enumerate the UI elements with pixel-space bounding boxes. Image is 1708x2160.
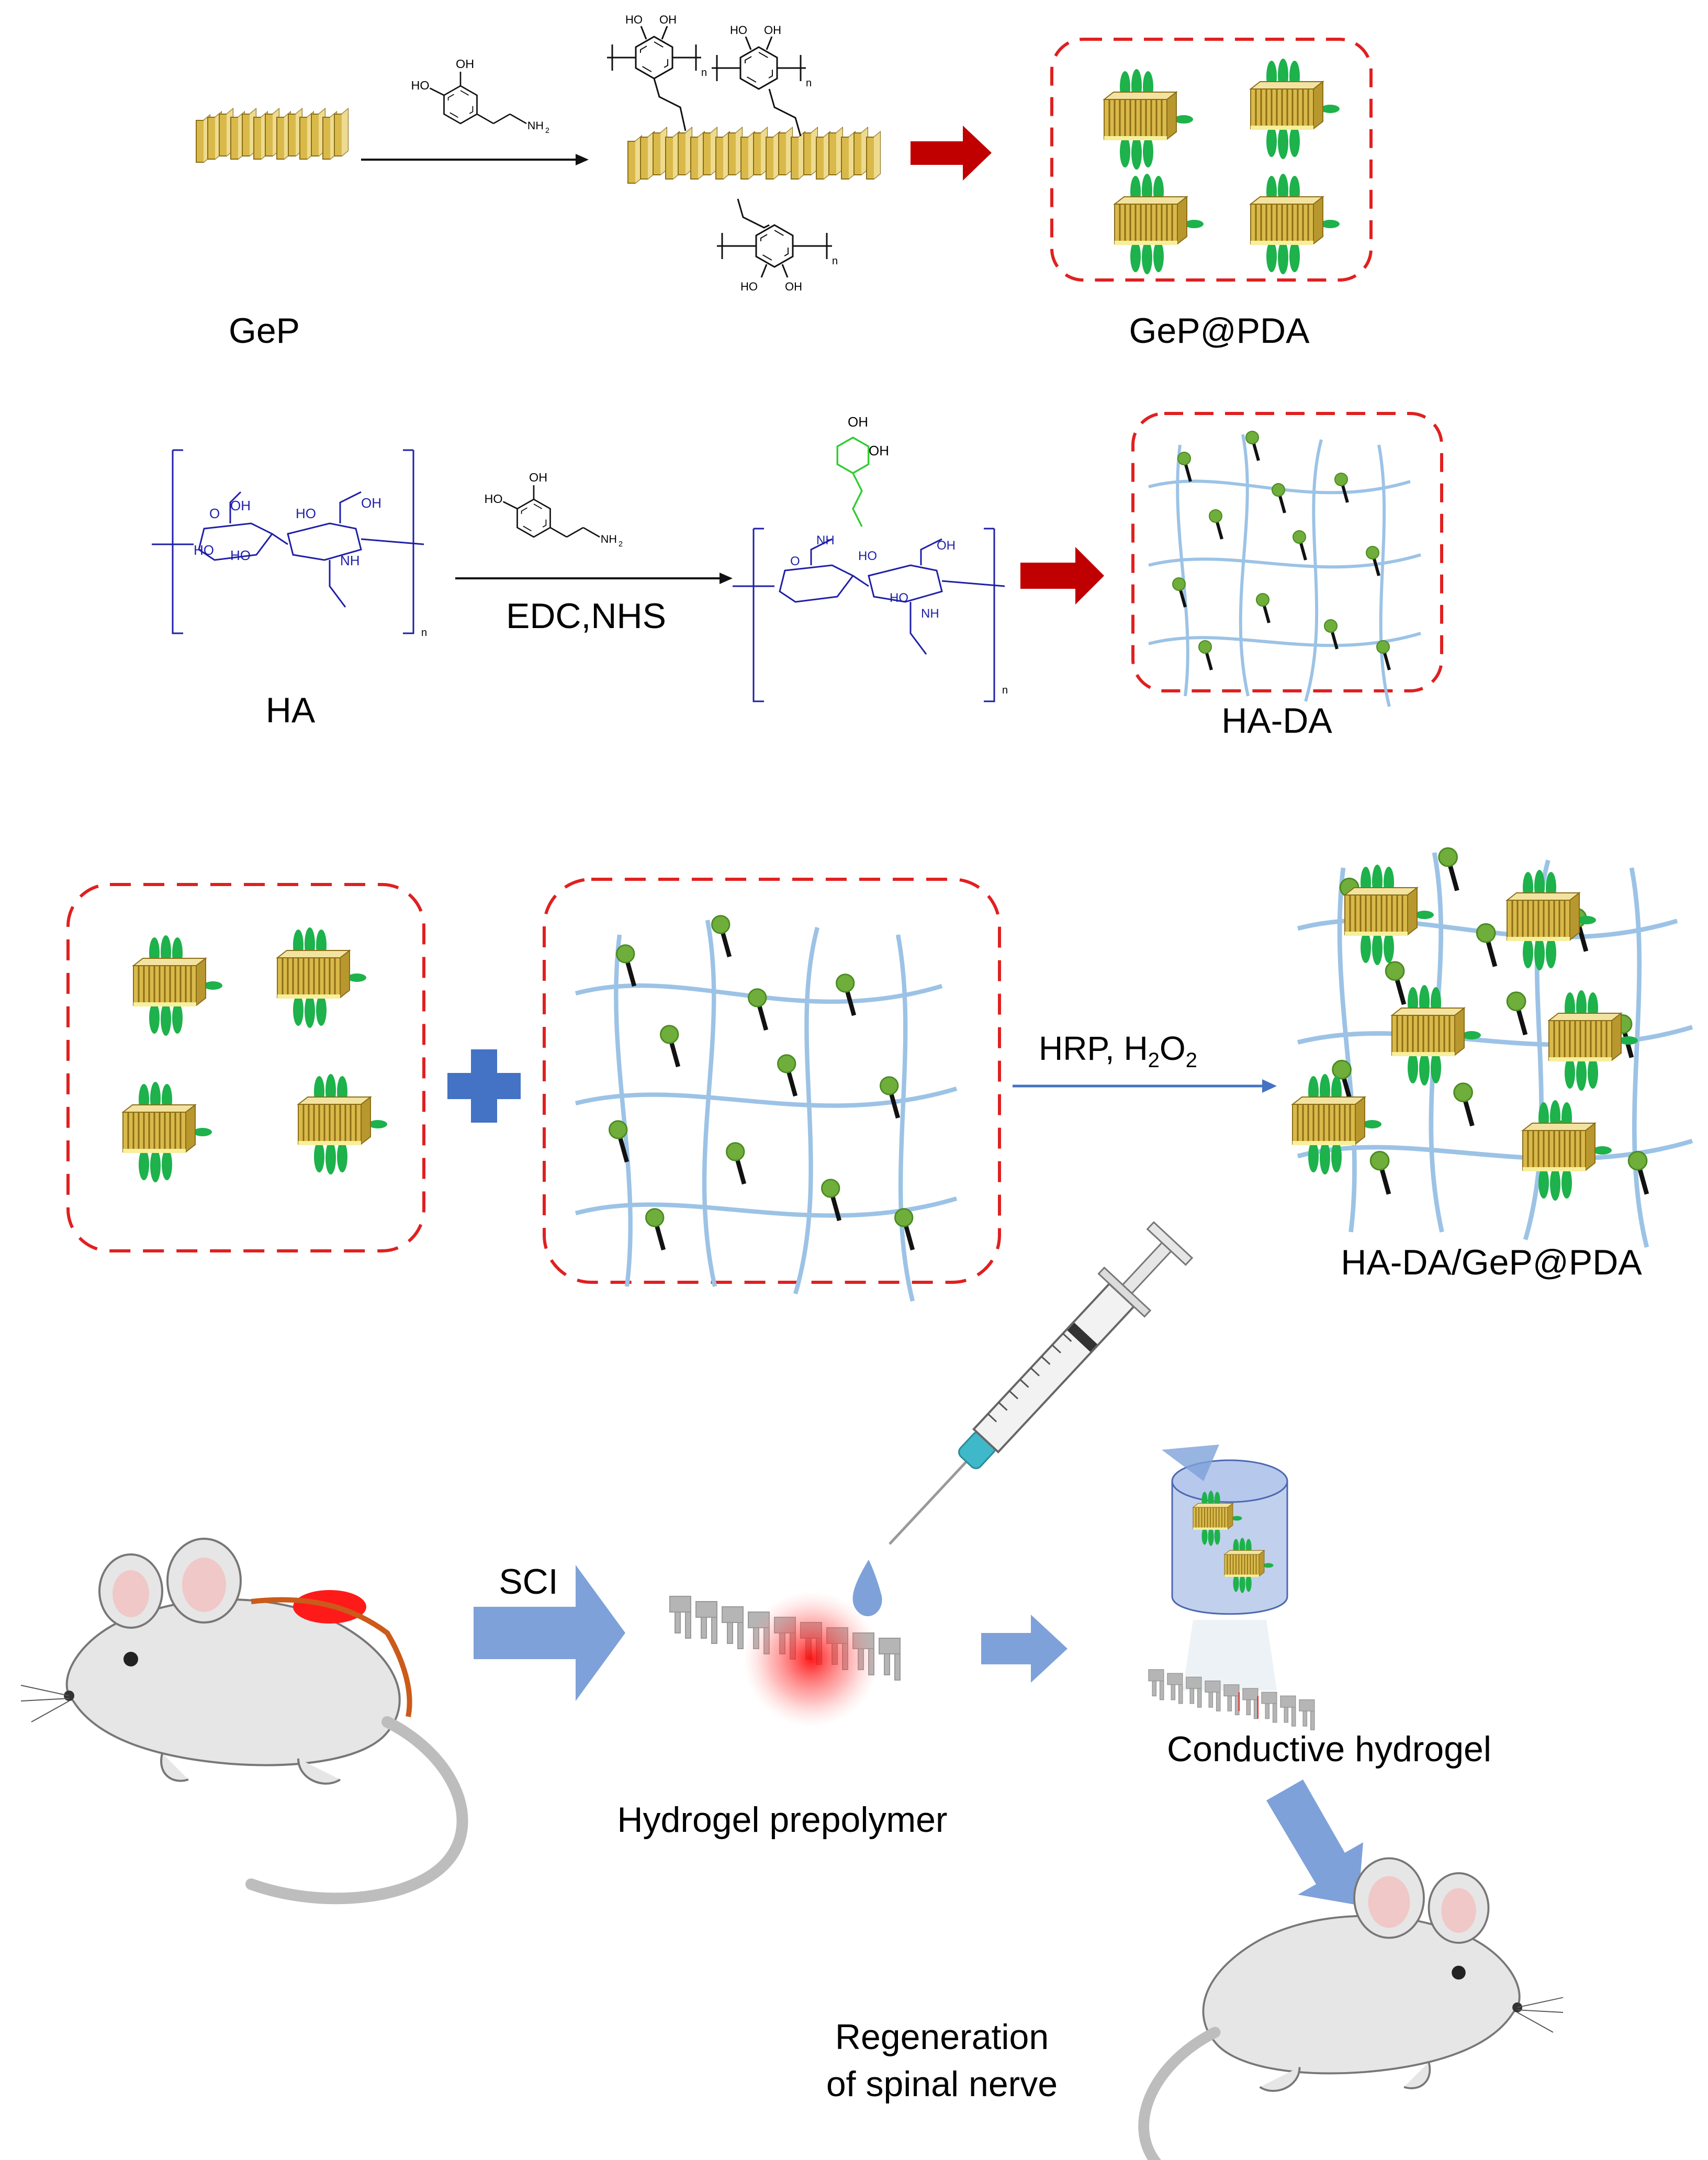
- ha-structure: [152, 449, 424, 634]
- ha-da-box: [1131, 412, 1443, 692]
- gep-pda-box-2: [66, 883, 425, 1252]
- label-ha-da-gep-pda: HA-DA/GeP@PDA: [1341, 1243, 1642, 1282]
- conductive-hydrogel-cylinder: [1162, 1445, 1288, 1691]
- chem-nh2: NH: [527, 119, 544, 132]
- red-arrow-2: [1020, 547, 1104, 605]
- reaction-arrowhead-1: [576, 154, 589, 165]
- pda-chain-bottom: n HO OH: [717, 198, 838, 293]
- chem-ho-4: HO: [740, 280, 758, 293]
- plus-icon: [447, 1049, 521, 1123]
- blue-arrow-2: [981, 1615, 1068, 1683]
- dopamine-structure-2: OH HO NH 2: [485, 471, 623, 549]
- gep-nanosheet: [196, 108, 349, 163]
- label-ha-da: HA-DA: [1221, 701, 1332, 741]
- chem-hada-ho-2: HO: [890, 591, 908, 605]
- chem-n-1: n: [701, 67, 707, 79]
- ha-da-text: OH OH NH O HO OH HO NH n: [790, 414, 1008, 696]
- gep-pda-box: [1050, 38, 1373, 282]
- chem-hada-nh: NH: [816, 533, 835, 547]
- chem-ha-ho-3: HO: [194, 542, 214, 558]
- chem-nh2-sub: 2: [545, 127, 549, 135]
- mouse-icon: [21, 1539, 463, 1898]
- ha-da-box-2: [543, 878, 1001, 1284]
- chem-oh: OH: [456, 57, 474, 71]
- chem-hada-nh-2: NH: [921, 607, 939, 621]
- chem-hada-oh-1: OH: [848, 414, 868, 430]
- chem-ha-oh-1: OH: [230, 498, 251, 513]
- chem-ha-o: O: [209, 506, 220, 521]
- label-ha: HA: [266, 690, 316, 730]
- red-arrow-1: [911, 126, 992, 181]
- label-gep-pda: GeP@PDA: [1129, 311, 1310, 351]
- pda-chain-top-right: n HO OH: [712, 24, 812, 137]
- chem-ha-ho-1: HO: [296, 506, 316, 521]
- chem-n-3: n: [832, 255, 838, 267]
- treated-spine: [1148, 1669, 1315, 1730]
- composite-hydrogel: [1293, 848, 1692, 1247]
- chem-ho-3: HO: [730, 24, 747, 37]
- sci-arrow: [474, 1565, 625, 1701]
- chem-ho: HO: [411, 79, 430, 92]
- chem-ho-5: HO: [485, 492, 503, 506]
- label-gep: GeP: [229, 311, 300, 351]
- label-hydrogel-prepolymer: Hydrogel prepolymer: [617, 1800, 947, 1840]
- label-edc-nhs: EDC,NHS: [506, 596, 666, 636]
- reaction-arrowhead-3: [1262, 1079, 1277, 1093]
- chem-ha-ho-2: HO: [230, 547, 251, 563]
- gep-with-polydopamine: [627, 127, 881, 184]
- label-regeneration-line2: of spinal nerve: [826, 2064, 1058, 2104]
- blue-arrow-down: [1266, 1780, 1363, 1905]
- pda-chain-top-left: n HO OH: [607, 13, 707, 131]
- label-conductive-hydrogel: Conductive hydrogel: [1167, 1729, 1491, 1769]
- chem-oh-4: OH: [785, 280, 802, 293]
- spine-icon: [669, 1591, 901, 1727]
- chem-hada-ho-1: HO: [858, 549, 877, 563]
- chem-n-5: n: [1002, 685, 1008, 696]
- label-sci: SCI: [499, 1562, 558, 1602]
- chem-hada-oh-3: OH: [937, 539, 956, 553]
- dopamine-structure-1: OH HO NH 2: [411, 57, 550, 135]
- ha-da-structure: [733, 528, 1005, 702]
- chem-oh-5: OH: [529, 471, 547, 484]
- syringe-icon: [889, 1221, 1194, 1545]
- chem-oh-2: OH: [659, 13, 677, 26]
- chem-nh2-sub-2: 2: [619, 540, 623, 549]
- ha-text: O OH OH HO HO HO NH n: [194, 495, 427, 639]
- chem-oh-3: OH: [764, 24, 781, 37]
- chem-n-4: n: [421, 627, 427, 639]
- hydrogel-droplet: [852, 1560, 882, 1617]
- chem-ha-nh: NH: [340, 553, 360, 568]
- chem-ho-2: HO: [625, 13, 643, 26]
- chem-hada-oh-2: OH: [869, 443, 889, 458]
- reaction-arrowhead-2: [720, 573, 733, 584]
- dopamine-graft: [836, 437, 870, 527]
- label-hrp-h2o2: HRP, H2O2: [1039, 1029, 1197, 1072]
- label-regeneration-line1: Regeneration: [835, 2017, 1049, 2057]
- chem-ha-oh-2: OH: [361, 495, 381, 511]
- chem-hada-o: O: [790, 554, 800, 568]
- chem-n-2: n: [806, 77, 812, 89]
- chem-nh2-2: NH: [601, 532, 617, 545]
